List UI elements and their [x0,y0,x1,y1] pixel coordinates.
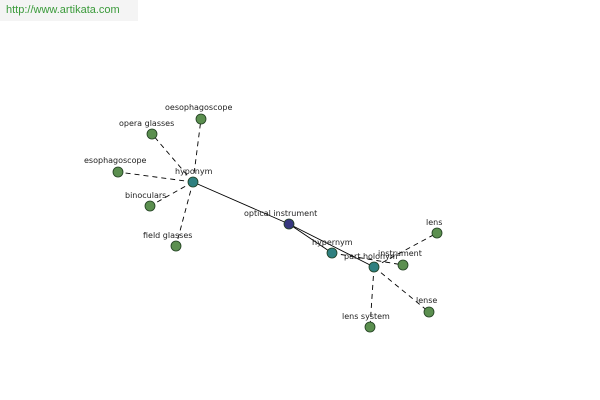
node-dot-opera-glasses[interactable] [146,128,158,140]
node-dot-oesophagoscope[interactable] [195,113,207,125]
node-dot-instrument[interactable] [397,259,409,271]
node-opera-glasses[interactable]: opera glasses [119,119,174,140]
node-dot-hyponym[interactable] [187,176,199,188]
node-oesophagoscope[interactable]: oesophagoscope [165,103,232,125]
node-label-oesophagoscope: oesophagoscope [165,103,232,112]
node-label-binoculars: binoculars [125,191,166,200]
edge-partholonym-lense [373,266,430,313]
node-label-lens-system: lens system [342,312,390,321]
node-instrument[interactable]: instrument [378,249,422,271]
node-dot-lense[interactable] [423,306,435,318]
node-label-esophagoscope: esophagoscope [84,156,147,165]
node-lens-system[interactable]: lens system [342,312,390,333]
node-binoculars[interactable]: binoculars [125,191,166,212]
node-label-instrument: instrument [378,249,422,258]
node-field-glasses[interactable]: field glasses [143,231,192,252]
edge-hypernym-instrument [331,252,404,266]
node-esophagoscope[interactable]: esophagoscope [84,156,147,178]
node-dot-binoculars[interactable] [144,200,156,212]
node-dot-hypernym[interactable] [326,247,338,259]
node-partholonym[interactable]: part holonym [344,252,398,273]
node-label-hyponym: hyponym [175,167,213,176]
node-label-lens: lens [426,218,442,227]
node-label-hypernym: hypernym [312,238,353,247]
node-label-lense: lense [416,296,437,305]
node-label-partholonym: part holonym [344,252,398,261]
edge-partholonym-lens-system [369,266,375,328]
edge-hyponym-oesophagoscope [192,118,202,183]
node-dot-esophagoscope[interactable] [112,166,124,178]
node-dot-field-glasses[interactable] [170,240,182,252]
node-lens[interactable]: lens [426,218,443,239]
node-dot-lens-system[interactable] [364,321,376,333]
edge-center-hyponym [192,181,290,225]
edge-hyponym-field-glasses [175,181,194,247]
watermark-link[interactable]: http://www.artikata.com [6,4,120,16]
node-dot-partholonym[interactable] [368,261,380,273]
node-center[interactable]: optical instrument [244,209,317,230]
edge-hyponym-opera-glasses [151,133,194,183]
node-hyponym[interactable]: hyponym [175,167,213,188]
node-lense[interactable]: lense [416,296,437,318]
node-label-center: optical instrument [244,209,317,218]
node-dot-lens[interactable] [431,227,443,239]
edge-partholonym-lens [373,232,438,268]
edges-layer [117,118,438,328]
node-label-field-glasses: field glasses [143,231,192,240]
node-hypernym[interactable]: hypernym [312,238,353,259]
edge-hyponym-esophagoscope [117,171,194,183]
node-dot-center[interactable] [283,218,295,230]
nodes-layer: optical instrument hyponym hypernym part ho… [84,103,443,333]
watermark: http://www.artikata.com [0,0,138,21]
node-label-opera-glasses: opera glasses [119,119,174,128]
edge-center-hypernym [288,223,333,254]
edge-center-partholonym [288,223,375,268]
